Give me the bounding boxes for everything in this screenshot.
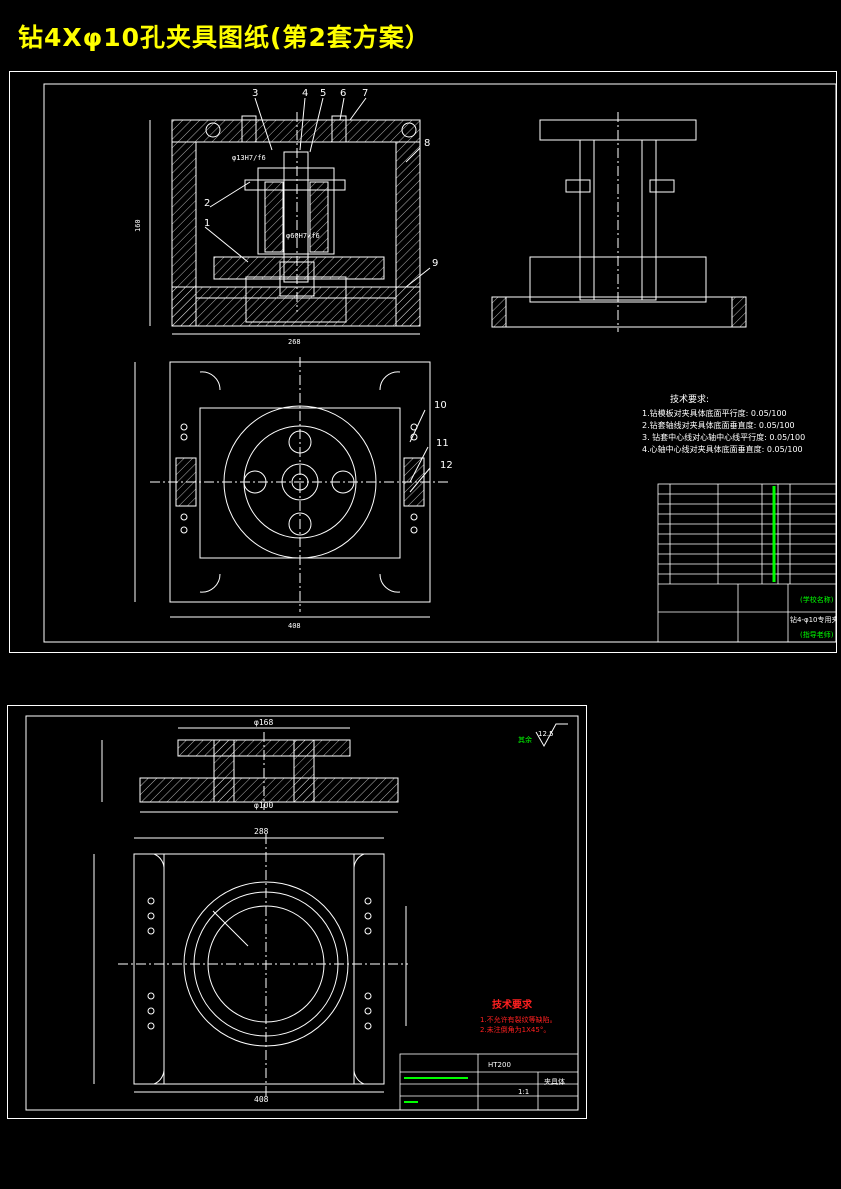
note-line: 2.未注倒角为1X45°。	[480, 1025, 550, 1034]
part-label: 1	[204, 218, 210, 229]
part-label: 11	[436, 438, 449, 449]
notes-title: 技术要求:	[670, 393, 709, 405]
note-line: 1.钻模板对夹具体底面平行度: 0.05/100	[642, 408, 787, 418]
plan-view	[93, 834, 408, 1098]
inner-frame	[25, 715, 579, 1111]
title-block-company: (学校名称)	[800, 595, 834, 604]
dim-label: φ168	[254, 718, 273, 727]
part-label: 6	[340, 88, 346, 99]
part-label: 3	[252, 88, 258, 99]
section-view	[101, 727, 399, 813]
roughness-symbol	[535, 723, 568, 748]
note-line: 3. 钻套中心线对心轴中心线平行度: 0.05/100	[642, 432, 805, 442]
dim-label: 160	[134, 219, 142, 232]
part-label: 5	[320, 88, 326, 99]
inner-frame	[43, 83, 836, 643]
parts-list	[657, 483, 836, 643]
notes-title: 技术要求	[492, 998, 533, 1011]
part-label: 7	[362, 88, 368, 99]
title-block-name: 钻4-φ10专用夹具	[790, 615, 836, 624]
front-view	[149, 97, 431, 335]
dim-label: φ100	[254, 801, 273, 810]
part-label: 8	[424, 138, 430, 149]
assembly-drawing: 3 4 5 6 7 8 2 1 9 10 11 12 φ13H7/f6 φ60H…	[43, 83, 836, 643]
note-line: 1.不允许有裂纹等缺陷。	[480, 1015, 557, 1024]
title-block	[399, 1053, 579, 1111]
title-block-accent	[404, 1077, 468, 1103]
page-title: 钻4Xφ10孔夹具图纸(第2套方案）	[18, 23, 431, 52]
assembly-drawing-sheet: 3 4 5 6 7 8 2 1 9 10 11 12 φ13H7/f6 φ60H…	[9, 71, 837, 653]
title-block-school: (指导老师)	[800, 630, 834, 639]
part-label: 10	[434, 400, 447, 411]
note-line: 2.钻套轴线对夹具体底面垂直度: 0.05/100	[642, 420, 795, 430]
top-view	[134, 357, 450, 618]
part-drawing-sheet: 12.5 其余 φ168 φ100 288 408 技术要求 1.不允许有裂纹等…	[7, 705, 587, 1119]
part-label: 9	[432, 258, 438, 269]
dim-label: 268	[288, 338, 301, 346]
title-block-scale: 1:1	[518, 1088, 529, 1096]
part-drawing: 12.5 其余 φ168 φ100 288 408 技术要求 1.不允许有裂纹等…	[25, 715, 579, 1111]
title-block-material: HT200	[488, 1061, 511, 1069]
roughness-label: 其余	[518, 735, 532, 744]
roughness-value: 12.5	[538, 730, 554, 738]
dim-label: 408	[254, 1095, 269, 1104]
title-block-name: 夹具体	[544, 1077, 565, 1086]
part-label: 4	[302, 88, 308, 99]
fit-label: φ60H7/f6	[286, 232, 320, 240]
dim-label: 288	[254, 827, 269, 836]
part-label: 12	[440, 460, 453, 471]
part-label: 2	[204, 198, 210, 209]
fit-label: φ13H7/f6	[232, 154, 266, 162]
dim-label: 408	[288, 622, 301, 630]
note-line: 4.心轴中心线对夹具体底面垂直度: 0.05/100	[642, 444, 803, 454]
side-view	[491, 112, 747, 332]
